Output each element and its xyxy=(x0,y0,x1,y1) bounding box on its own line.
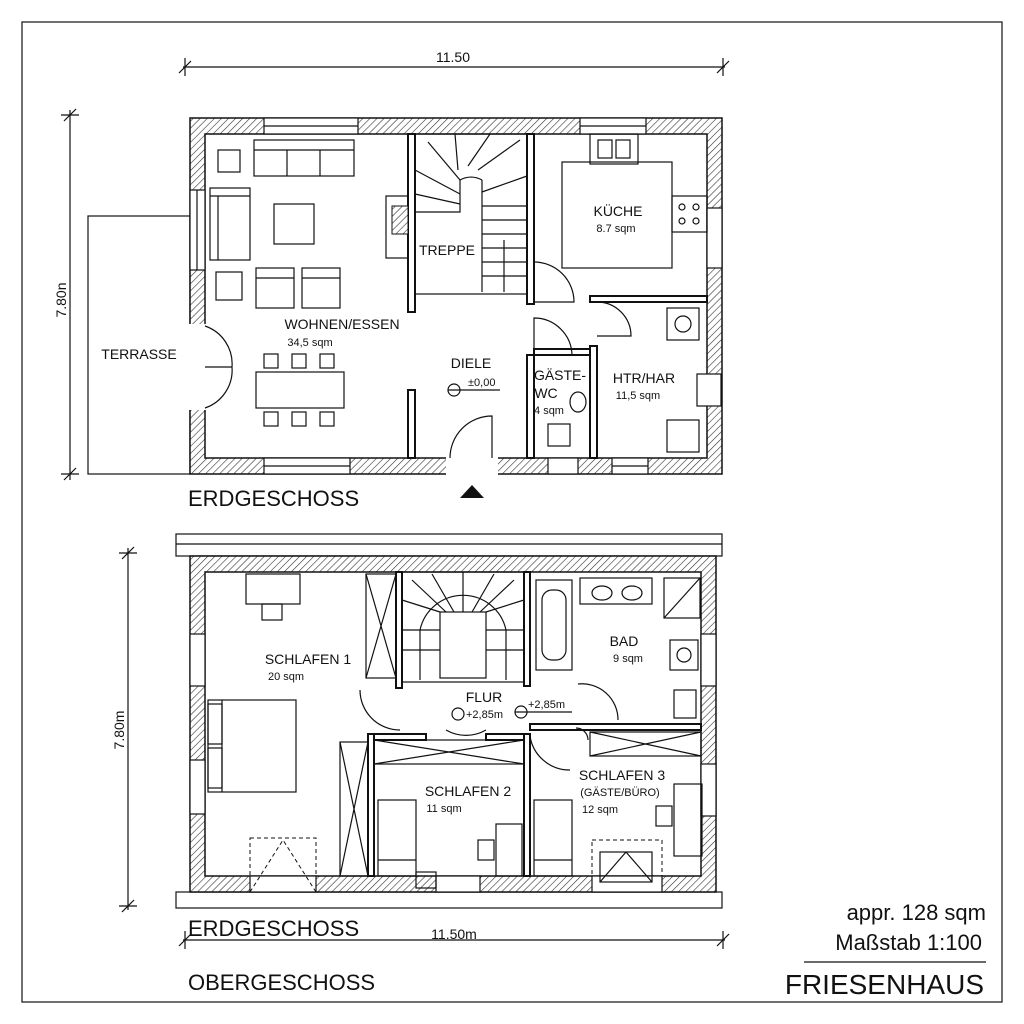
total-area: appr. 128 sqm xyxy=(847,900,986,925)
upper-stairs xyxy=(401,571,525,683)
room-wc-name: WC xyxy=(534,385,557,401)
upper-floor-title: OBERGESCHOSS xyxy=(188,970,375,995)
bedroom2-furniture xyxy=(377,729,523,889)
room-schlafen3-name: SCHLAFEN 3 xyxy=(579,767,666,783)
room-schlafen2-area: 11 sqm xyxy=(426,803,461,815)
room-bad-area: 9 sqm xyxy=(613,653,643,665)
room-flur-name: FLUR xyxy=(466,689,503,705)
living-furniture xyxy=(209,139,355,427)
ground-floor-plan: 11.50 7.80n TERRASSE xyxy=(53,49,730,511)
room-wohnen-name: WOHNEN/ESSEN xyxy=(284,316,399,332)
ground-level-label: ±0,00 xyxy=(468,377,495,389)
terrace-label: TERRASSE xyxy=(101,346,176,362)
bathroom-fixtures xyxy=(529,577,701,771)
ground-windows xyxy=(189,117,723,476)
room-gaeste-name: GÄSTE- xyxy=(534,367,586,383)
upper-windows xyxy=(189,633,717,893)
project-name: FRIESENHAUS xyxy=(785,969,984,1000)
bedroom1-furniture xyxy=(207,573,401,893)
upper-floor-plan: 7.80m xyxy=(111,533,730,995)
room-kueche-name: KÜCHE xyxy=(593,202,642,219)
ground-stairs xyxy=(414,133,528,295)
room-schlafen2-name: SCHLAFEN 2 xyxy=(425,783,512,799)
upper-depth-label: 7.80m xyxy=(111,711,127,750)
ground-width-dimension: 11.50 xyxy=(178,49,730,76)
room-wc-area: 4 sqm xyxy=(534,405,564,417)
room-diele-name: DIELE xyxy=(451,355,491,371)
upper-level-marker-1 xyxy=(451,707,465,721)
fireplace xyxy=(385,195,409,259)
upper-level-label-1: +2,85m xyxy=(466,709,503,721)
room-kueche-area: 8.7 sqm xyxy=(596,223,635,235)
ground-depth-dimension: 7.80n xyxy=(53,108,79,481)
room-wohnen-area: 34,5 sqm xyxy=(287,337,332,349)
room-schlafen3-sub: (GÄSTE/BÜRO) xyxy=(580,787,659,799)
upper-width-label: 11.50m xyxy=(431,926,477,942)
sheet-border xyxy=(21,21,1003,1003)
room-bad-name: BAD xyxy=(610,633,639,649)
room-treppe-name: TREPPE xyxy=(419,242,475,258)
ground-depth-label: 7.80n xyxy=(53,282,69,317)
bedroom3-furniture xyxy=(533,783,703,893)
upper-floor-mislabel: ERDGESCHOSS xyxy=(188,916,359,941)
roof-eaves-top xyxy=(175,533,723,557)
room-htr-name: HTR/HAR xyxy=(613,370,675,386)
upper-level-label-2: +2,85m xyxy=(528,699,565,711)
wc-htr-fixtures xyxy=(533,301,700,453)
upper-depth-dimension: 7.80m xyxy=(111,546,137,913)
upper-interior-walls xyxy=(367,571,702,877)
scale-label: Maßstab 1:100 xyxy=(835,930,982,955)
room-schlafen3-area: 12 sqm xyxy=(582,804,618,816)
terrace-door xyxy=(204,325,233,409)
roof-eaves-bottom xyxy=(175,891,723,909)
kitchen-furniture xyxy=(533,133,708,303)
wardrobes xyxy=(339,573,702,877)
room-htr-area: 11,5 sqm xyxy=(616,390,660,402)
upper-width-dimension: 11.50m xyxy=(178,926,730,949)
entrance-arrow-icon xyxy=(460,485,484,498)
terrace-area xyxy=(87,215,191,475)
room-schlafen1-name: SCHLAFEN 1 xyxy=(265,651,352,667)
ground-floor-title: ERDGESCHOSS xyxy=(188,486,359,511)
ground-width-label: 11.50 xyxy=(436,49,470,65)
room-schlafen1-area: 20 sqm xyxy=(268,671,304,683)
title-block: appr. 128 sqm Maßstab 1:100 FRIESENHAUS xyxy=(785,900,986,1000)
